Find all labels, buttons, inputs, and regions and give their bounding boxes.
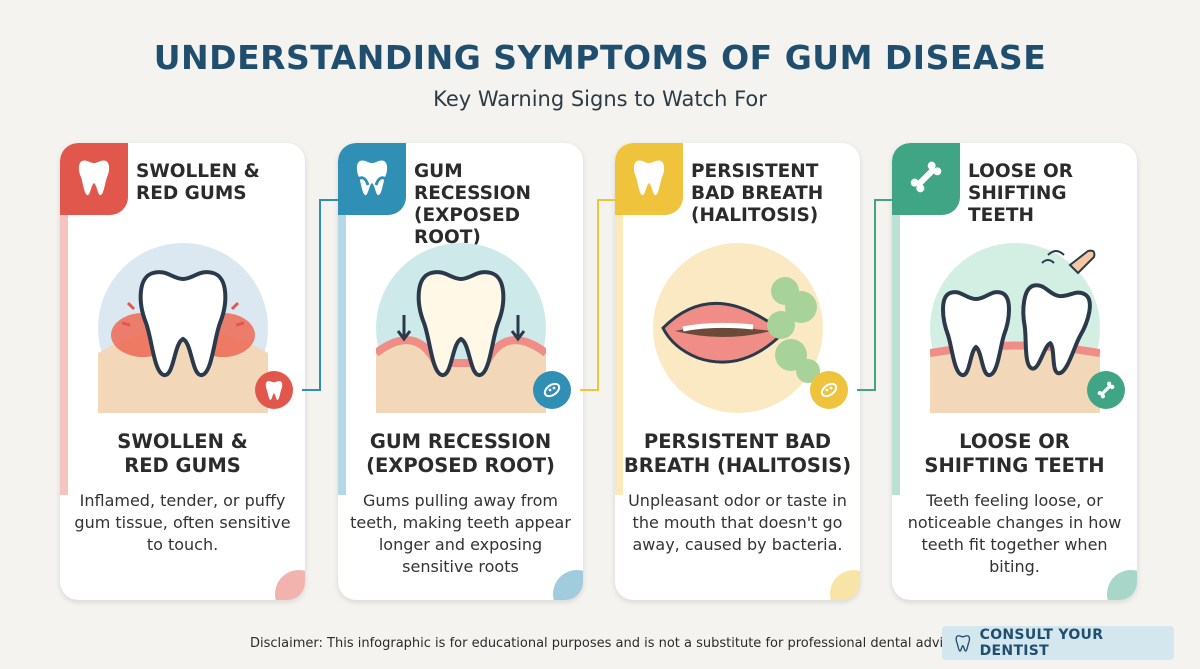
illustration-bad-breath xyxy=(653,243,823,413)
side-strip xyxy=(892,215,900,495)
connector-line xyxy=(857,197,904,391)
card-description: Inflamed, tender, or puffy gum tissue, o… xyxy=(74,491,291,554)
card-description: Gums pulling away from teeth, making tee… xyxy=(350,491,571,576)
card-corner xyxy=(615,143,683,215)
card-corner xyxy=(338,143,406,215)
badge-bacteria xyxy=(533,371,571,409)
bone-icon xyxy=(1097,381,1115,399)
tooth-icon xyxy=(265,380,283,400)
card-title-line2: BREATH (HALITOSIS) xyxy=(623,454,852,477)
card-heading: LOOSE OR SHIFTING TEETH xyxy=(968,161,1073,226)
connector-line xyxy=(580,197,627,391)
tooth-root-icon xyxy=(354,160,390,196)
badge-bacteria xyxy=(810,371,848,409)
symptom-card-swollen-gums: SWOLLEN & RED GUMS SWOLLEN & RED GUMS In… xyxy=(60,143,305,600)
corner-blob xyxy=(830,570,860,600)
symptom-card-loose-teeth: LOOSE OR SHIFTING TEETH LOOSE OR SHIFTIN… xyxy=(892,143,1137,600)
card-title: SWOLLEN & RED GUMS xyxy=(60,430,305,478)
tooth-icon xyxy=(633,160,665,196)
consult-dentist-button[interactable]: CONSULT YOUR DENTIST xyxy=(942,626,1174,660)
card-heading: SWOLLEN & RED GUMS xyxy=(136,161,260,204)
card-title-line1: PERSISTENT BAD xyxy=(643,430,832,453)
page-subtitle: Key Warning Signs to Watch For xyxy=(433,87,767,111)
card-title-line1: GUM RECESSION xyxy=(369,430,552,453)
symptom-card-bad-breath: PERSISTENT BAD BREATH (HALITOSIS) PERSIS… xyxy=(615,143,860,600)
symptom-card-gum-recession: GUM RECESSION (EXPOSED ROOT) GUM RECESSI… xyxy=(338,143,583,600)
illustration-swollen-gums xyxy=(98,243,268,413)
badge-bone xyxy=(1087,371,1125,409)
page-title: UNDERSTANDING SYMPTOMS OF GUM DISEASE xyxy=(153,38,1047,77)
card-corner xyxy=(60,143,128,215)
card-title-line2: (EXPOSED ROOT) xyxy=(366,454,555,477)
card-description: Teeth feeling loose, or noticeable chang… xyxy=(907,491,1122,576)
side-strip xyxy=(60,215,68,495)
card-title: LOOSE OR SHIFTING TEETH xyxy=(892,430,1137,478)
badge-tooth xyxy=(255,371,293,409)
card-corner xyxy=(892,143,960,215)
tooth-icon xyxy=(955,635,971,652)
illustration-loose-teeth xyxy=(930,243,1100,413)
card-heading: PERSISTENT BAD BREATH (HALITOSIS) xyxy=(691,161,824,226)
illustration-gum-recession xyxy=(376,243,546,413)
disclaimer: Disclaimer: This infographic is for educ… xyxy=(250,636,963,651)
card-title-line2: RED GUMS xyxy=(124,454,241,477)
card-title: PERSISTENT BAD BREATH (HALITOSIS) xyxy=(615,430,860,478)
card-description: Unpleasant odor or taste in the mouth th… xyxy=(628,491,847,554)
side-strip xyxy=(615,215,623,495)
card-heading: GUM RECESSION (EXPOSED ROOT) xyxy=(414,161,532,248)
connector-line xyxy=(302,197,349,391)
bone-icon xyxy=(910,161,942,193)
bacteria-icon xyxy=(820,382,838,398)
card-title-line2: SHIFTING TEETH xyxy=(924,454,1105,477)
cta-label: CONSULT YOUR DENTIST xyxy=(979,627,1104,659)
corner-blob xyxy=(275,570,305,600)
card-title: GUM RECESSION (EXPOSED ROOT) xyxy=(338,430,583,478)
card-title-line1: SWOLLEN & xyxy=(117,430,248,453)
card-title-line1: LOOSE OR xyxy=(959,430,1070,453)
bacteria-icon xyxy=(543,382,561,398)
header: UNDERSTANDING SYMPTOMS OF GUM DISEASE Ke… xyxy=(0,38,1200,111)
tooth-icon xyxy=(78,160,110,196)
side-strip xyxy=(338,215,346,495)
